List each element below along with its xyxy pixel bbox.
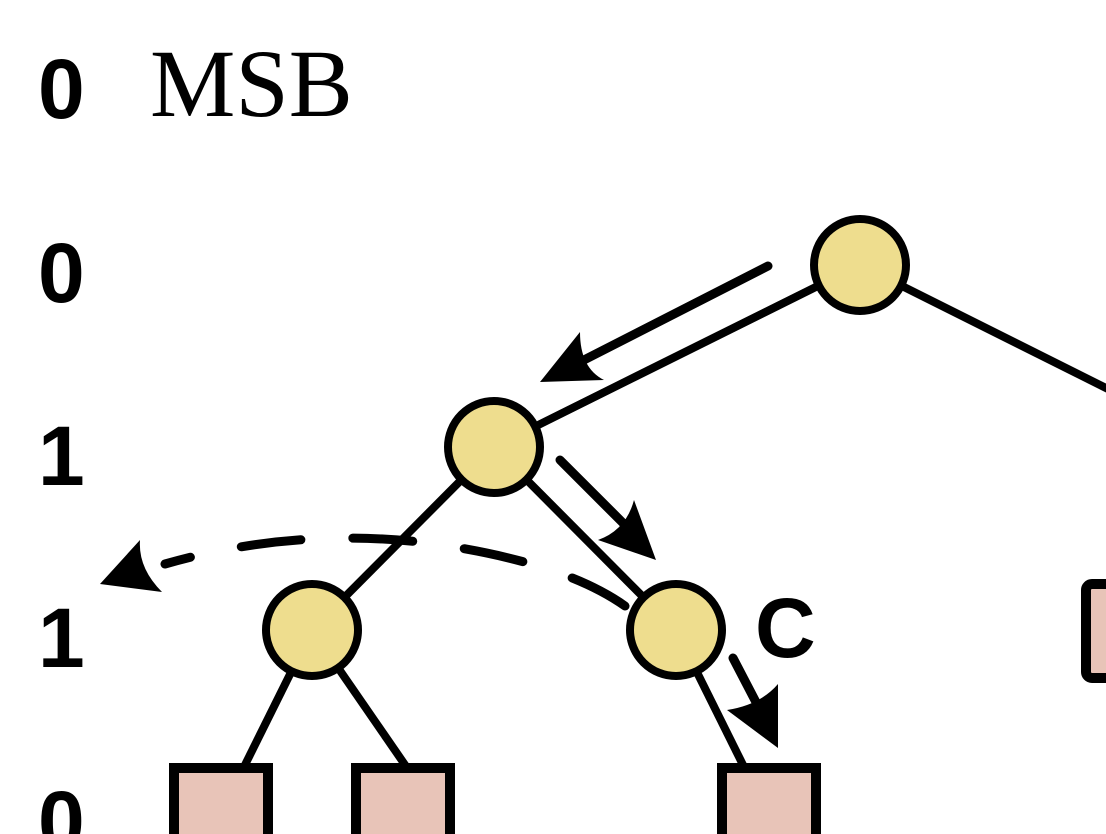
node-c: [626, 580, 726, 680]
leaf-node: [351, 763, 455, 834]
leaf-node: [169, 763, 273, 834]
leaf-node: [1081, 579, 1106, 683]
backtrack-arrow: [160, 533, 630, 611]
internal-node: [444, 397, 544, 497]
internal-node: [262, 580, 362, 680]
arrowhead-icon: [727, 684, 778, 748]
bit-label-2: 1: [38, 409, 85, 503]
bit-label-3: 1: [38, 591, 85, 685]
node-c-label: C: [755, 581, 816, 675]
traversal-arrow-1: [575, 261, 773, 367]
leaf-node: [717, 763, 821, 834]
traversal-arrow-2: [555, 455, 633, 533]
root-node: [810, 215, 910, 315]
traversal-arrow-3: [728, 653, 763, 711]
arrowhead-icon: [598, 500, 656, 560]
arrowhead-icon: [100, 540, 162, 592]
bit-label-0: 0: [38, 42, 85, 136]
edge-root-left: [492, 261, 862, 451]
bit-label-4: 0: [38, 774, 85, 834]
msb-label: MSB: [150, 30, 353, 137]
arrowhead-icon: [540, 332, 604, 382]
bit-label-1: 0: [38, 226, 85, 320]
